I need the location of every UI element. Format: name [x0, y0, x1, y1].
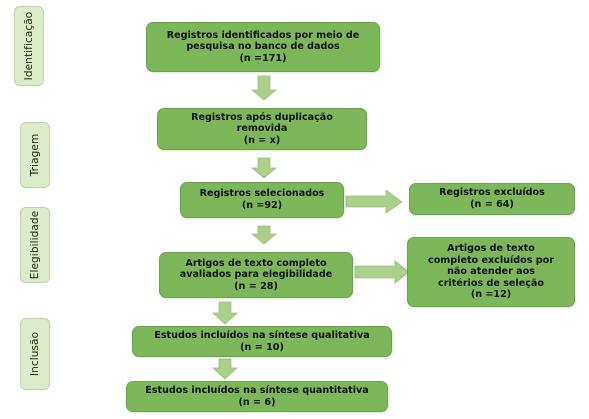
box-fulltext: Artigos de texto completo avaliados para… — [159, 252, 353, 298]
box-fulltext-line2: avaliados para elegibilidade — [179, 269, 333, 281]
box-fulltext-excluded-line2: completo excluídos por — [428, 254, 554, 266]
box-qualitative-line1: Estudos incluídos na síntese qualitativa — [154, 329, 370, 341]
arrow-down-fulltext-to-qualitative — [211, 301, 239, 325]
box-identified-line3: (n =171) — [239, 52, 287, 64]
arrow-down-selected-to-fulltext — [250, 225, 278, 245]
box-dedup-line3: (n = x) — [243, 134, 281, 146]
box-fulltext-excluded-line5: (n =12) — [470, 289, 512, 301]
arrow-down-identified-to-dedup — [250, 75, 278, 101]
box-selected-line2: (n =92) — [241, 200, 283, 211]
box-qualitative-line2: (n = 10) — [240, 341, 284, 353]
box-dedup-line2: removida — [236, 123, 288, 135]
box-excluded: Registros excluídos (n = 64) — [409, 183, 575, 215]
box-selected-line1: Registros selecionados — [199, 188, 325, 200]
box-fulltext-excluded-line1: Artigos de texto — [447, 243, 535, 255]
box-fulltext-line1: Artigos de texto completo — [185, 257, 327, 269]
box-fulltext-excluded-line4: critérios de seleção — [438, 277, 544, 289]
phase-triagem: Triagem — [20, 122, 50, 188]
box-quantitative-line1: Estudos incluídos na síntese quantitativ… — [145, 384, 369, 396]
phase-inclusao: Inclusão — [20, 318, 50, 390]
arrow-down-dedup-to-selected — [250, 157, 278, 179]
box-selected: Registros selecionados (n =92) — [180, 182, 344, 218]
box-quantitative: Estudos incluídos na síntese quantitativ… — [126, 381, 388, 412]
box-excluded-line1: Registros excluídos — [439, 187, 545, 199]
box-fulltext-excluded: Artigos de texto completo excluídos por … — [407, 237, 575, 307]
box-dedup: Registros após duplicação removida (n = … — [157, 108, 367, 150]
box-identified-line1: Registros identificados por meio de — [166, 29, 360, 41]
arrow-right-selected-to-excluded — [345, 189, 403, 214]
box-qualitative: Estudos incluídos na síntese qualitativa… — [132, 326, 392, 357]
box-excluded-line2: (n = 64) — [470, 199, 514, 210]
phase-elegibilidade: Elegibilidade — [20, 207, 50, 283]
box-identified: Registros identificados por meio de pesq… — [146, 22, 380, 72]
arrow-down-qualitative-to-quantitative — [211, 358, 239, 380]
box-quantitative-line2: (n = 6) — [238, 396, 276, 408]
arrow-right-fulltext-to-fulltext-excluded — [354, 260, 410, 284]
box-fulltext-line3: (n = 28) — [234, 280, 278, 292]
box-identified-line2: pesquisa no banco de dados — [186, 41, 340, 53]
box-fulltext-excluded-line3: não atender aos — [447, 266, 535, 278]
box-dedup-line1: Registros após duplicação — [191, 111, 333, 123]
phase-identificacao: Identificação — [14, 6, 44, 86]
